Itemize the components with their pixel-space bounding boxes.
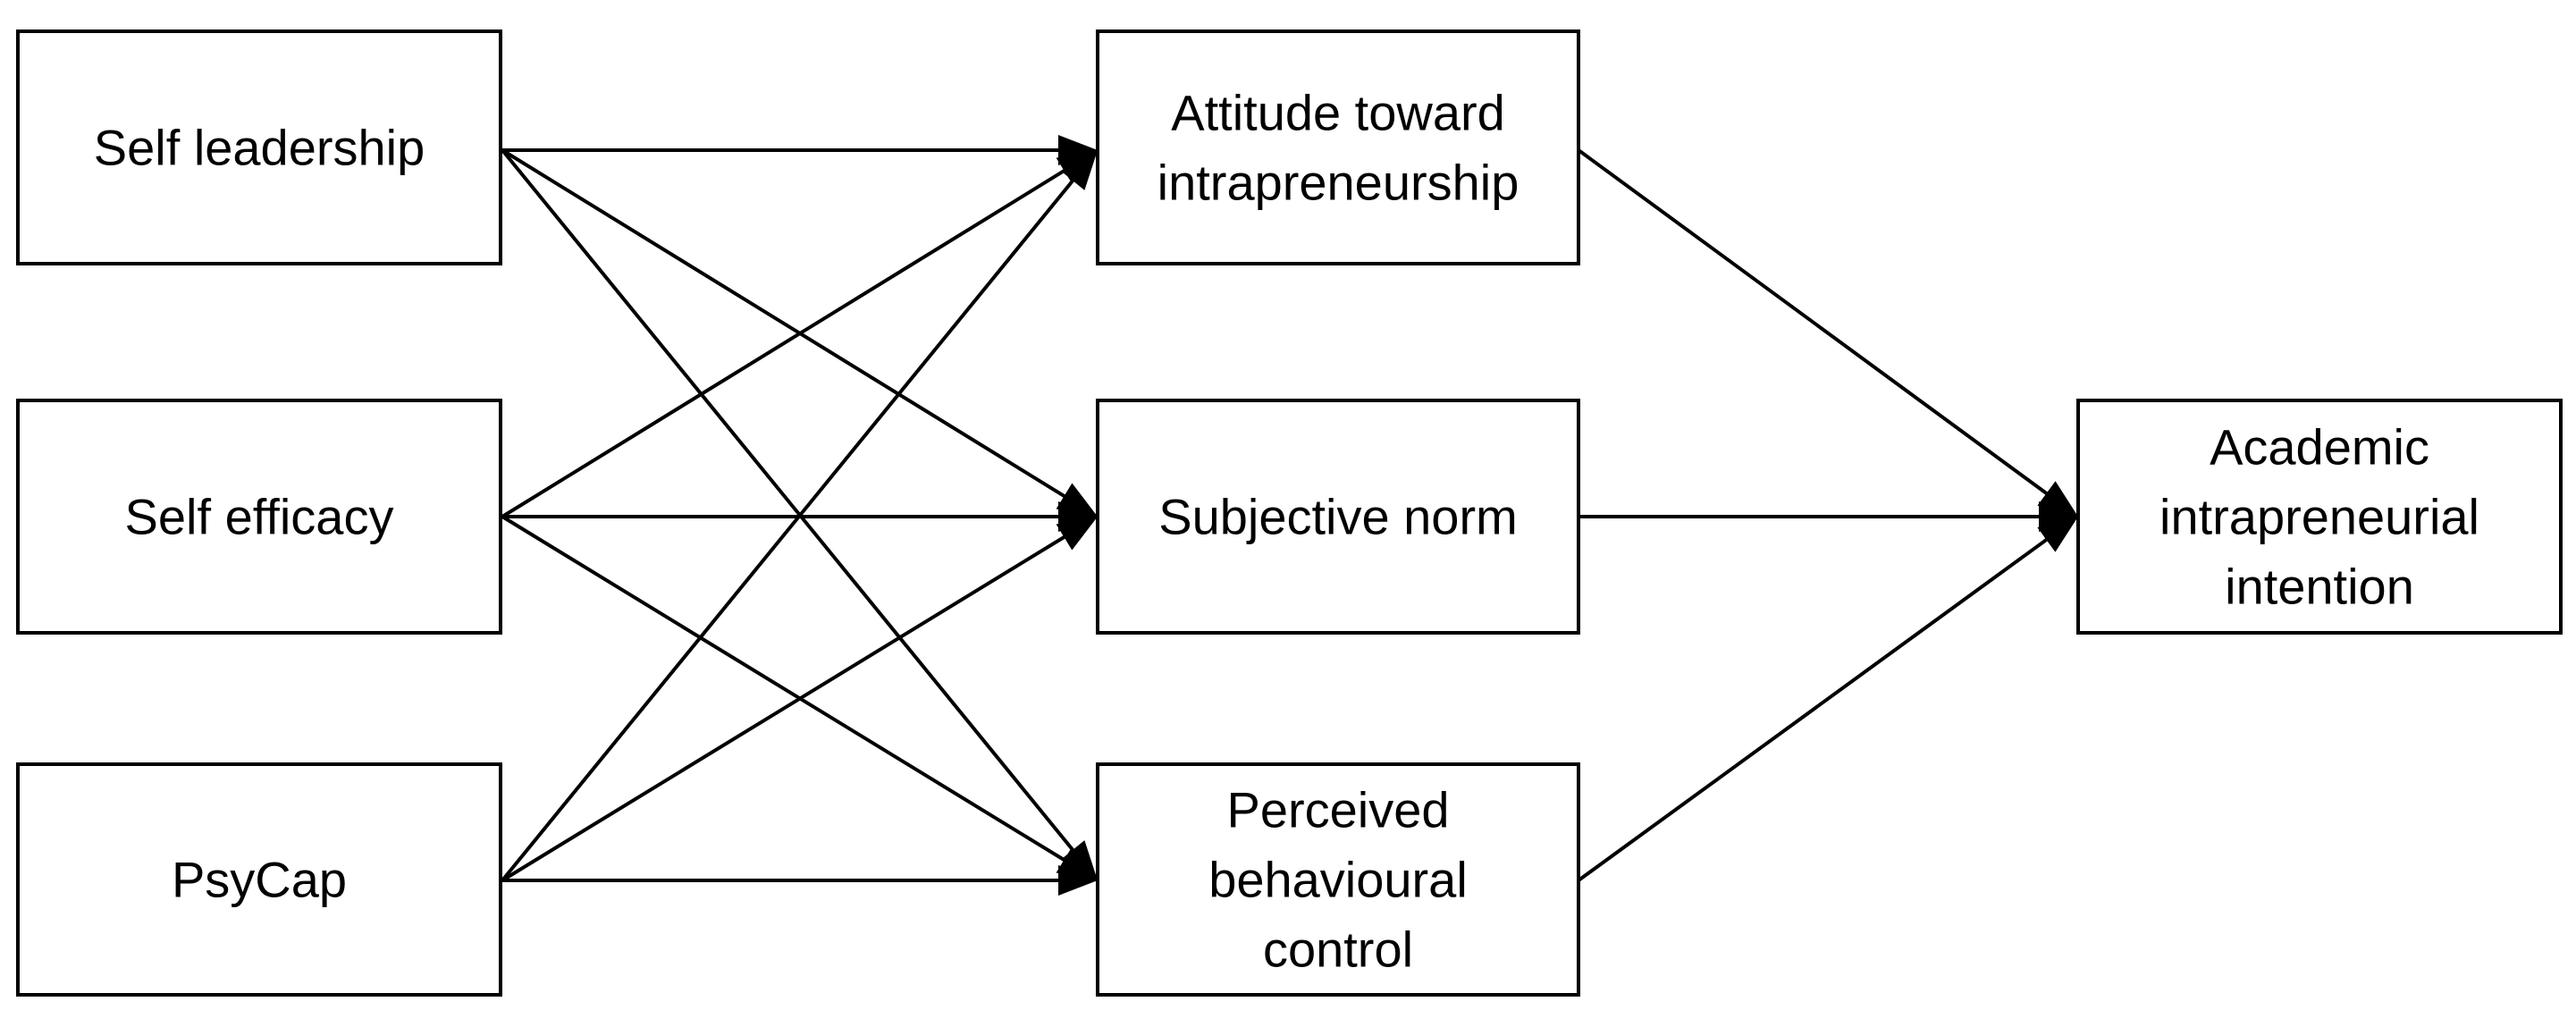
node-pbc: Perceived behavioural control — [1096, 762, 1580, 997]
edge-line — [1577, 535, 2050, 882]
node-box — [2076, 399, 2563, 635]
arrowhead — [1056, 517, 1098, 551]
edge-psycap-to-attitude — [501, 150, 1098, 882]
edge-line — [501, 148, 1068, 500]
arrowhead — [2039, 501, 2078, 532]
edge-line — [501, 515, 1068, 863]
node-label-line: Self leadership — [94, 120, 425, 176]
node-label-line: Academic — [2210, 419, 2429, 476]
node-psycap: PsyCap — [16, 762, 502, 997]
node-box — [1096, 399, 1580, 635]
node-label-line: Self efficacy — [125, 489, 394, 545]
edge-self-leadership-to-attitude — [502, 135, 1098, 165]
arrowhead — [2037, 517, 2078, 552]
node-subjective-norm: Subjective norm — [1096, 399, 1580, 635]
node-label-line: intrapreneurial — [2159, 489, 2479, 545]
edge-line — [501, 176, 1077, 882]
node-label-line: control — [1263, 922, 1413, 978]
node-box — [16, 762, 502, 997]
node-self-efficacy: Self efficacy — [16, 399, 502, 635]
node-self-leadership: Self leadership — [16, 29, 502, 265]
node-box — [1096, 29, 1580, 265]
node-label-line: Perceived — [1226, 782, 1449, 838]
edge-psycap-to-subjective-norm — [501, 517, 1098, 882]
edge-subjective-norm-to-intention — [1578, 501, 2078, 532]
node-box — [1096, 762, 1580, 997]
edge-line — [1577, 148, 2050, 497]
node-attitude: Attitude toward intrapreneurship — [1096, 29, 1580, 265]
edges-layer — [501, 135, 2078, 896]
node-label-line: Attitude toward — [1171, 85, 1505, 141]
edge-pbc-to-intention — [1577, 517, 2078, 882]
edge-psycap-to-pbc — [502, 865, 1098, 896]
edge-attitude-to-intention — [1577, 148, 2078, 517]
node-label-line: Subjective norm — [1158, 489, 1518, 545]
edge-line — [501, 534, 1068, 882]
edge-line — [501, 167, 1068, 518]
node-label-line: intrapreneurship — [1158, 155, 1520, 211]
node-box — [16, 399, 502, 635]
node-label-line: behavioural — [1208, 852, 1468, 908]
node-label-line: PsyCap — [172, 852, 347, 908]
node-box — [16, 29, 502, 265]
arrowhead — [1058, 865, 1098, 896]
node-intention: Academic intrapreneurial intention — [2076, 399, 2563, 635]
arrowhead — [1061, 150, 1098, 190]
node-label-line: intention — [2225, 559, 2414, 615]
edge-line — [501, 148, 1077, 854]
